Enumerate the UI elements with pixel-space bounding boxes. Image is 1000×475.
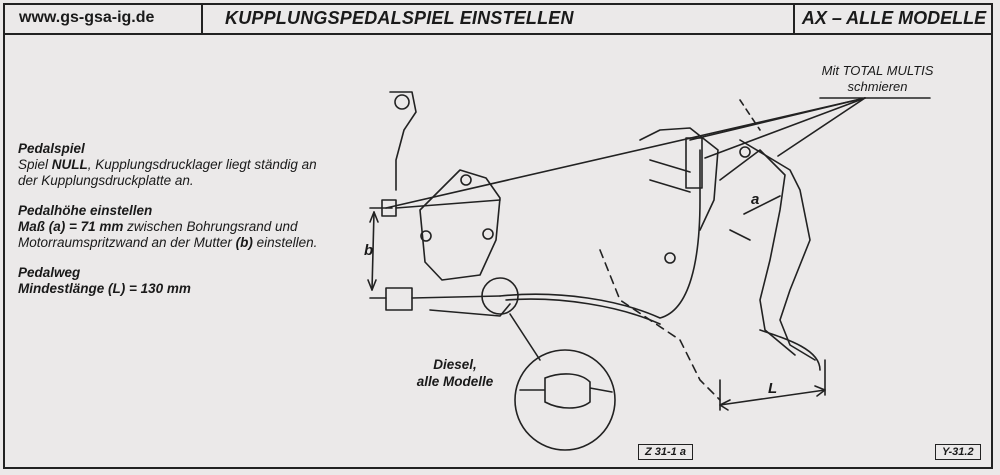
text-pedalspiel: Spiel NULL, Kupplungsdrucklager liegt st… [18, 157, 338, 189]
text-mid: zwischen Bohrungsrand und Motorraumsprit… [18, 219, 298, 250]
diesel-line-2: alle Modelle [416, 374, 494, 389]
page-title: KUPPLUNGSPEDALSPIEL EINSTELLEN [225, 7, 574, 28]
note-line-2: schmieren [847, 79, 908, 94]
label-b: b [364, 242, 374, 259]
model-label: AX – ALLE MODELLE [793, 3, 993, 33]
page-frame [3, 3, 993, 469]
site-url: www.gs-gsa-ig.de [3, 3, 203, 33]
text-post: , Kupplungsdrucklager liegt ständig an d… [18, 157, 317, 188]
lubrication-note: Mit TOTAL MULTIS schmieren [795, 63, 960, 95]
text-bold-mass: Maß (a) = 71 mm [18, 219, 124, 234]
heading-pedalspiel: Pedalspiel [18, 141, 85, 156]
text-bold-b: (b) [235, 235, 253, 250]
figure-reference: Z 31-1 a [638, 444, 693, 460]
heading-pedalhoehe: Pedalhöhe einstellen [18, 203, 153, 218]
diesel-label: Diesel, alle Modelle [400, 356, 510, 390]
diesel-line-1: Diesel, [433, 357, 477, 372]
section-pedalhoehe: Pedalhöhe einstellen Maß (a) = 71 mm zwi… [18, 203, 338, 251]
section-pedalweg: Pedalweg Mindestlänge (L) = 130 mm [18, 265, 338, 297]
instruction-text: Pedalspiel Spiel NULL, Kupplungsdrucklag… [18, 141, 338, 311]
text-end: einstellen. [252, 235, 318, 250]
text-pre: Spiel [18, 157, 52, 172]
heading-pedalweg: Pedalweg [18, 265, 81, 280]
section-pedalspiel: Pedalspiel Spiel NULL, Kupplungsdrucklag… [18, 141, 338, 189]
label-L: L [768, 380, 778, 397]
label-a: a [751, 191, 760, 208]
header-bar: www.gs-gsa-ig.de KUPPLUNGSPEDALSPIEL EIN… [3, 3, 993, 35]
text-pedalweg: Mindestlänge (L) = 130 mm [18, 281, 191, 296]
page-reference: Y-31.2 [935, 444, 981, 460]
text-bold-null: NULL [51, 157, 88, 172]
note-line-1: Mit TOTAL MULTIS [821, 63, 934, 78]
text-pedalhoehe: Maß (a) = 71 mm zwischen Bohrungsrand un… [18, 219, 338, 251]
